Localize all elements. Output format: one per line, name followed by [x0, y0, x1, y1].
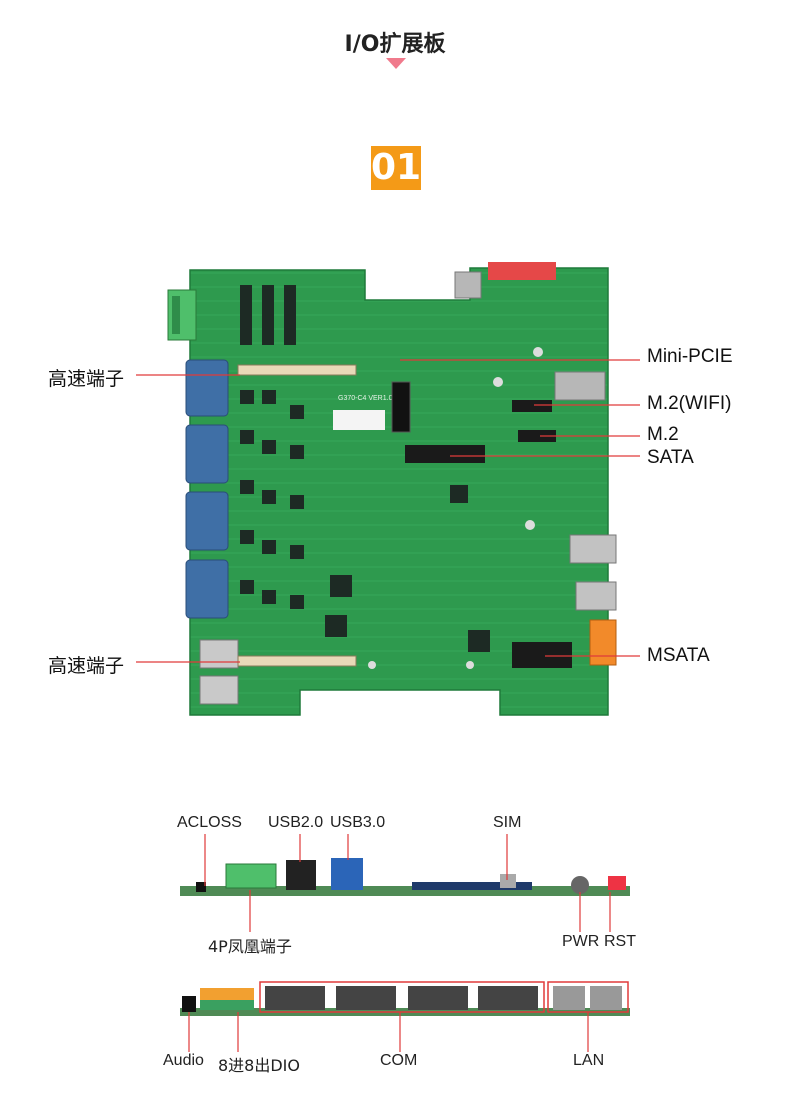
com-port-2: [185, 424, 229, 484]
callout-m2-wifi: M.2(WIFI): [647, 393, 732, 414]
label-acloss: ACLOSS: [177, 814, 242, 831]
callout-sata: SATA: [647, 447, 694, 468]
section-number-badge: 01: [371, 146, 422, 190]
label-audio: Audio: [163, 1052, 204, 1069]
label-pwr: PWR: [562, 933, 600, 950]
usb2-port: [575, 581, 617, 611]
section-title: I/O扩展板: [344, 32, 446, 57]
label-com: COM: [380, 1052, 418, 1069]
com-port-3: [185, 491, 229, 551]
high-speed-connector-top: [237, 364, 357, 376]
silk-model-text: G370-C4 VER1.0: [338, 395, 393, 402]
sata-connector: [405, 445, 485, 463]
m2-slot: [518, 430, 556, 442]
com-port-4: [185, 559, 229, 619]
high-speed-connector-bottom: [237, 655, 357, 667]
label-sim: SIM: [493, 814, 522, 831]
callout-msata: MSATA: [647, 645, 710, 666]
msata-slot: [512, 642, 572, 668]
mini-pcie-slot: [391, 381, 411, 433]
label-4p-phoenix: 4P凤凰端子: [208, 937, 292, 956]
callout-high-speed-top: 高速端子: [48, 368, 125, 390]
com-port-1: [185, 359, 229, 417]
label-dio: 8进8出DIO: [218, 1056, 300, 1075]
label-lan: LAN: [573, 1052, 605, 1069]
callout-m2: M.2: [647, 424, 679, 445]
pointer-triangle-icon: [386, 58, 406, 69]
label-usb3: USB3.0: [330, 814, 386, 831]
msata-terminal-orange: [589, 619, 617, 666]
callout-high-speed-bottom: 高速端子: [48, 655, 125, 677]
m2-wifi-slot: [512, 400, 552, 412]
callout-mini-pcie: Mini-PCIE: [647, 346, 733, 367]
label-rst: RST: [604, 933, 636, 950]
side-view-board-1: [180, 886, 630, 896]
usb3-port: [569, 534, 617, 564]
label-usb2: USB2.0: [268, 814, 324, 831]
